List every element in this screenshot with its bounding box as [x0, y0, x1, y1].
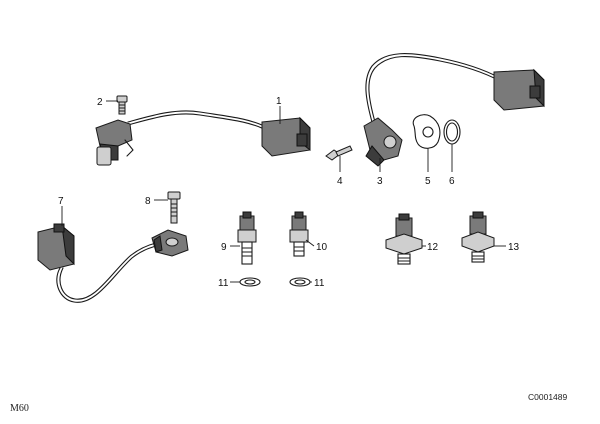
callout-7: 7 [58, 196, 64, 207]
callout-4: 4 [337, 176, 343, 187]
camshaft-sensor-part-3 [363, 53, 545, 167]
crankshaft-sensor-part-1 [95, 110, 311, 166]
callout-5: 5 [425, 176, 431, 187]
gasket-part-5 [412, 114, 441, 149]
callout-11-right: 11 [314, 278, 325, 289]
callout-13: 13 [508, 242, 520, 253]
callout-3: 3 [377, 176, 383, 187]
drawing-number: C0001489 [528, 392, 568, 402]
callout-10: 10 [316, 242, 328, 253]
callout-6: 6 [449, 176, 455, 187]
callout-8: 8 [145, 196, 151, 207]
o-ring-part-6 [443, 119, 461, 145]
pressure-switch-part-12 [385, 213, 423, 265]
callout-2: 2 [97, 97, 103, 108]
model-label: M60 [10, 403, 29, 414]
pressure-switch-part-13 [461, 211, 495, 263]
callout-12: 12 [427, 242, 439, 253]
sealing-ring-part-11-right [289, 277, 311, 287]
temperature-sensor-part-9 [237, 211, 257, 265]
knock-sensor-part-7 [37, 223, 189, 303]
callout-11-left: 11 [218, 278, 229, 289]
callout-9: 9 [221, 242, 227, 253]
callout-1: 1 [276, 96, 282, 107]
callout-leaders [61, 100, 506, 283]
bolt-part-8 [167, 191, 181, 224]
bolt-part-2 [116, 95, 128, 115]
bolt-part-4 [325, 145, 353, 161]
sealing-ring-part-11-left [239, 277, 261, 287]
temperature-sensor-part-10 [289, 211, 309, 257]
